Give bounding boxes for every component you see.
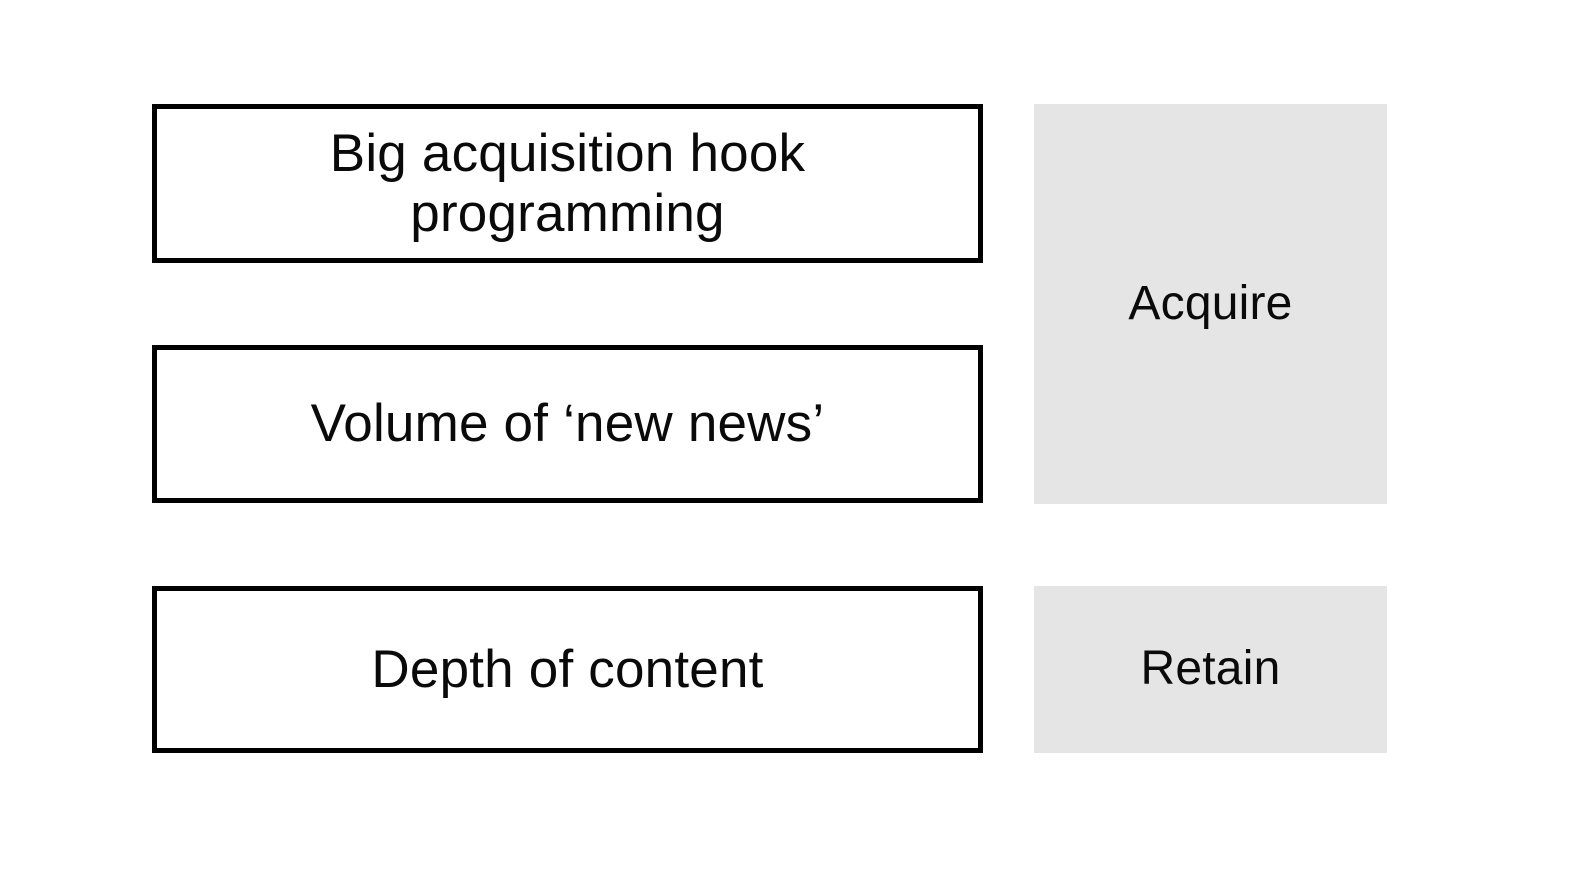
driver-box-label: Volume of ‘new news’ — [310, 394, 825, 454]
outcome-block-retain[interactable]: Retain — [1034, 586, 1387, 753]
driver-box-depth-of-content[interactable]: Depth of content — [152, 586, 983, 753]
driver-box-big-acquisition-hook-programming[interactable]: Big acquisition hook programming — [152, 104, 983, 263]
driver-box-volume-of-new-news[interactable]: Volume of ‘new news’ — [152, 345, 983, 503]
outcome-block-label: Acquire — [1128, 276, 1293, 330]
outcome-block-label: Retain — [1140, 642, 1281, 696]
driver-box-label: Depth of content — [371, 639, 764, 699]
outcome-block-acquire[interactable]: Acquire — [1034, 104, 1387, 504]
driver-box-label: Big acquisition hook programming — [329, 124, 806, 243]
